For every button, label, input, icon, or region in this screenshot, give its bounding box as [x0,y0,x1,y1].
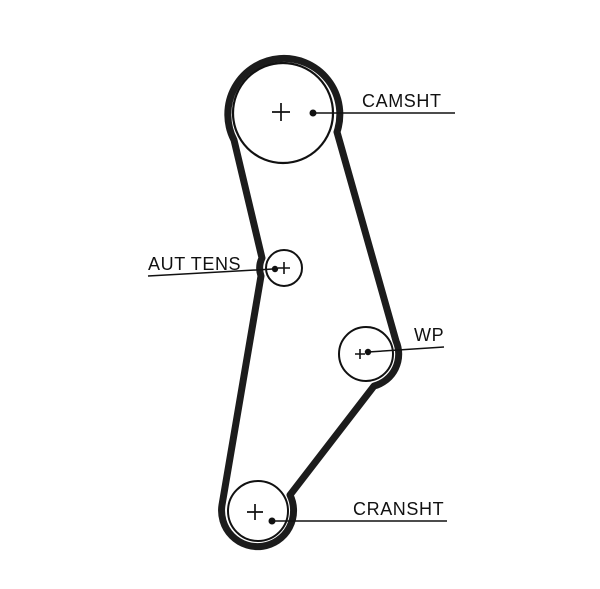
water-pump-leader-dot [364,348,372,356]
tensioner-center-mark [278,262,290,274]
camshaft-label: CAMSHT [362,91,442,111]
crankshaft-leader-dot [268,517,276,525]
water-pump-label: WP [414,325,444,345]
tensioner-leader-line [147,268,274,277]
tensioner-leader-dot [271,265,279,273]
camshaft-center-mark [272,103,290,121]
camshaft-leader-dot [309,109,317,117]
crankshaft-center-mark [247,504,263,520]
timing-belt [218,54,403,551]
water-pump-leader-line [367,346,445,353]
crankshaft-label: CRANSHT [353,499,444,519]
tensioner-label: AUT TENS [148,254,241,274]
crankshaft-pulley [227,480,289,542]
water-pump-center-mark [355,349,365,359]
